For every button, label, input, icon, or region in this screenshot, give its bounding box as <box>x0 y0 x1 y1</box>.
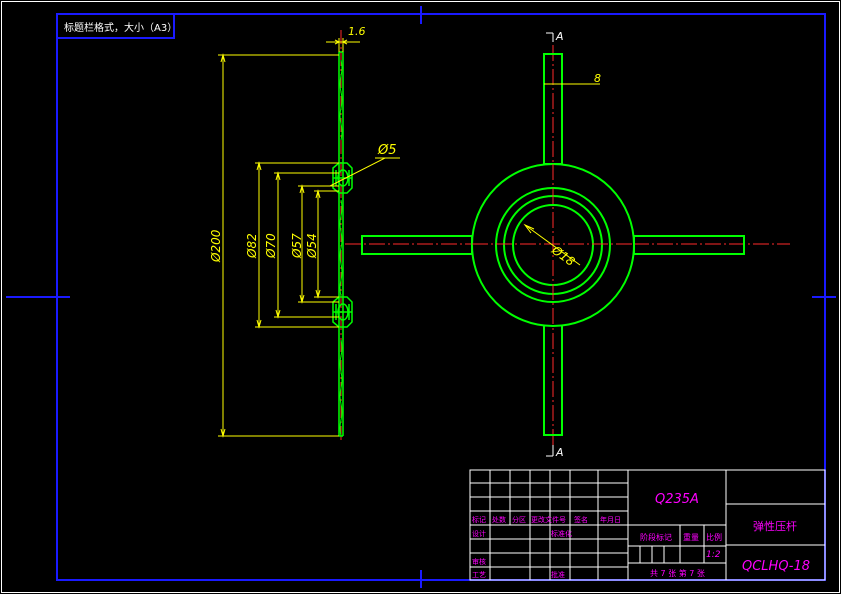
tb-standardize: 标准化 <box>551 529 572 538</box>
tb-scale-value: 1:2 <box>706 550 721 560</box>
tb-drawing-no: QCLHQ-18 <box>742 559 810 574</box>
dim-hole: Ø5 <box>377 143 397 158</box>
centering-marks <box>6 6 836 588</box>
title-bar-label: 标题栏格式，大小（A3） <box>64 21 177 34</box>
section-marks <box>546 32 554 457</box>
tb-row-mark: 标记 <box>472 515 486 524</box>
title-block-text: Q235A 弹性压杆 QCLHQ-18 阶段标记 重量 比例 1:2 共 7 张… <box>472 492 810 579</box>
tb-row-sign: 签名 <box>574 515 588 524</box>
tb-approve: 批准 <box>551 570 565 579</box>
dim-d57: Ø57 <box>290 233 304 259</box>
tb-row-change: 更改文件号 <box>531 515 566 524</box>
section-mark-bottom: A <box>555 446 564 459</box>
title-block <box>469 469 826 581</box>
side-view: 1.6 Ø5 Ø200 Ø82 Ø70 Ø57 Ø54 <box>209 25 400 440</box>
section-mark-top: A <box>555 30 564 43</box>
dim-d54: Ø54 <box>305 233 319 259</box>
tb-row-date: 年月日 <box>600 515 621 524</box>
drawing-frame <box>56 13 826 581</box>
dim-d70: Ø70 <box>264 233 278 259</box>
tb-row-zone: 分区 <box>512 515 526 524</box>
tb-scale-label: 比例 <box>706 532 722 542</box>
tb-stage-mark: 阶段标记 <box>640 532 672 542</box>
tb-design: 设计 <box>472 529 486 538</box>
arm-left <box>361 235 473 255</box>
dim-d82: Ø82 <box>245 233 259 259</box>
tb-weight: 重量 <box>683 532 699 542</box>
arm-right <box>633 235 745 255</box>
side-dimensions <box>218 38 400 438</box>
dim-arm-width: 8 <box>594 72 601 85</box>
dim-d200: Ø200 <box>209 229 223 263</box>
tb-sheets: 共 7 张 第 7 张 <box>650 568 705 578</box>
upper-boss <box>332 162 353 194</box>
dim-thickness: 1.6 <box>348 25 366 38</box>
tb-row-count: 处数 <box>492 515 506 524</box>
tb-part-name: 弹性压杆 <box>753 519 797 533</box>
tb-process: 工艺 <box>472 571 486 579</box>
title-bar-box: 标题栏格式，大小（A3） <box>56 13 177 39</box>
tb-review: 审核 <box>472 557 486 566</box>
tb-material: Q235A <box>655 492 699 507</box>
front-view: A A 8 Ø18 <box>345 30 790 459</box>
